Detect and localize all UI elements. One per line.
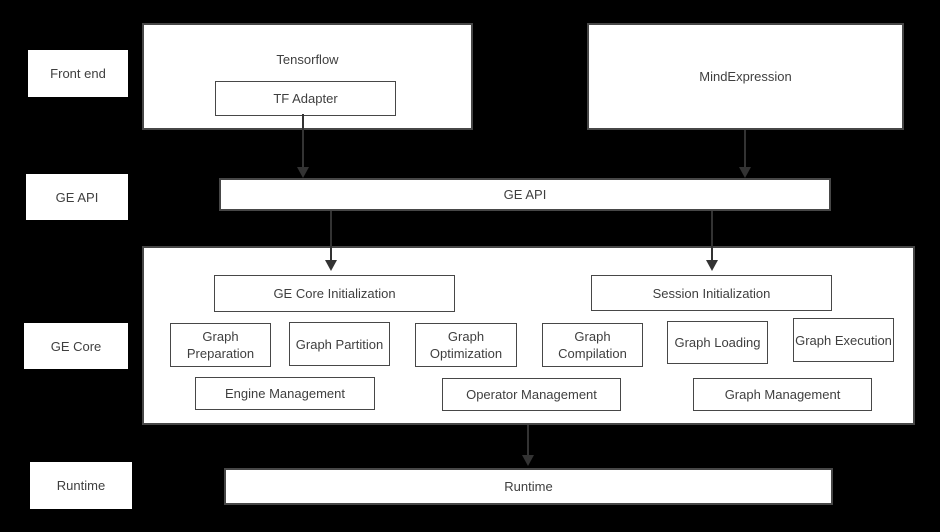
node-tf-adapter: TF Adapter xyxy=(215,81,396,116)
node-graph-partition: Graph Partition xyxy=(289,322,390,366)
node-graph-compilation: Graph Compilation xyxy=(542,323,643,367)
node-graph-preparation: Graph Preparation xyxy=(170,323,271,367)
ge-core-container: GE Core Initialization Session Initializ… xyxy=(142,246,915,425)
node-session-initialization: Session Initialization xyxy=(591,275,832,311)
arrow-down-icon xyxy=(522,455,534,466)
arrow-ge-api-to-session-initialization xyxy=(706,211,718,271)
node-engine-management: Engine Management xyxy=(195,377,375,410)
node-ge-core-initialization: GE Core Initialization xyxy=(214,275,455,312)
node-runtime: Runtime xyxy=(224,468,833,505)
arrow-down-icon xyxy=(325,260,337,271)
node-tensorflow-label: Tensorflow xyxy=(276,52,339,67)
node-graph-execution: Graph Execution xyxy=(793,318,894,362)
layer-label-front-end: Front end xyxy=(28,50,128,97)
node-graph-optimization: Graph Optimization xyxy=(415,323,517,367)
node-operator-management: Operator Management xyxy=(442,378,621,411)
arrow-down-icon xyxy=(297,167,309,178)
node-graph-management: Graph Management xyxy=(693,378,872,411)
layer-label-ge-core: GE Core xyxy=(24,323,128,369)
arrow-tf-adapter-to-ge-api xyxy=(297,114,309,178)
node-mindexpression: MindExpression xyxy=(587,23,904,130)
arrow-down-icon xyxy=(739,167,751,178)
node-graph-loading: Graph Loading xyxy=(667,321,768,364)
arrow-ge-api-to-ge-core-initialization xyxy=(325,211,337,271)
arrow-ge-core-to-runtime xyxy=(522,425,534,466)
arrow-down-icon xyxy=(706,260,718,271)
layer-label-runtime: Runtime xyxy=(30,462,132,509)
arrow-mindexpression-to-ge-api xyxy=(739,130,751,178)
node-ge-api: GE API xyxy=(219,178,831,211)
node-tensorflow: Tensorflow TF Adapter xyxy=(142,23,473,130)
layer-label-ge-api: GE API xyxy=(26,174,128,220)
